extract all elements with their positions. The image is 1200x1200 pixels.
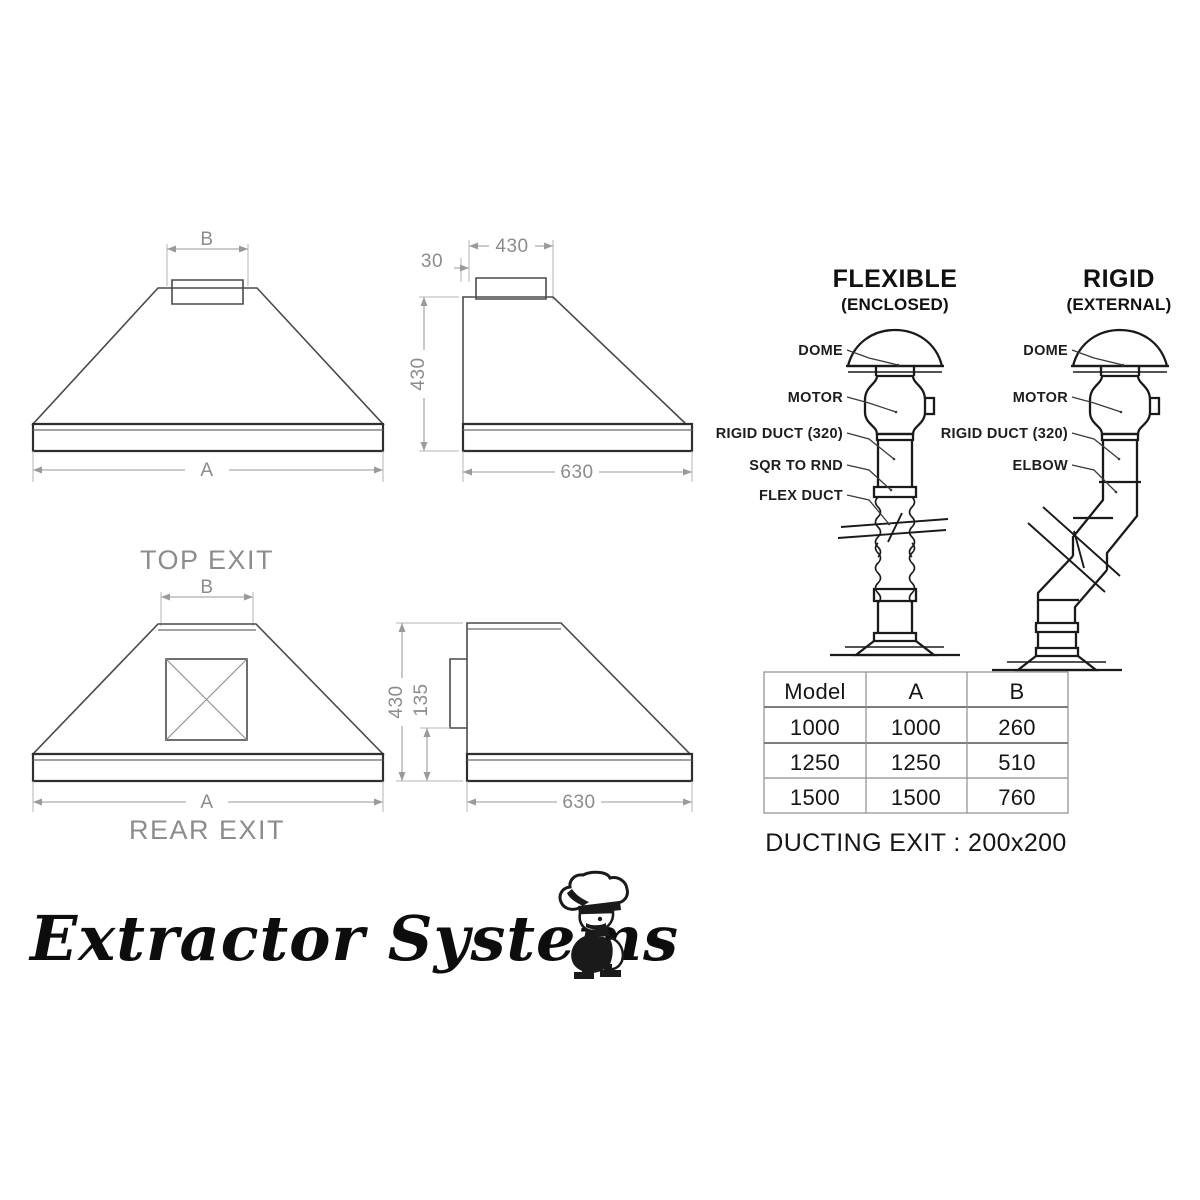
flexible-sqr-to-rnd xyxy=(872,485,918,499)
table-cell-a: 1250 xyxy=(891,750,941,775)
flexible-label-sqr-to-rnd: SQR TO RND xyxy=(749,458,843,474)
flexible-labels: DOME MOTOR RIGID DUCT (320) SQR TO RND F… xyxy=(716,343,900,526)
view-label-rear-exit: REAR EXIT xyxy=(129,815,285,845)
flexible-dome xyxy=(846,328,944,376)
rigid-label-dome: DOME xyxy=(1023,343,1068,359)
flexible-label-dome: DOME xyxy=(798,343,843,359)
dimension-a-rear: A xyxy=(32,781,384,813)
table-cell-a: 1000 xyxy=(891,715,941,740)
spec-table: Model A B 1000 1000 260 1250 1250 510 15… xyxy=(763,671,1069,814)
rigid-elbow-lower xyxy=(1036,555,1108,623)
rigid-break-lines xyxy=(1027,506,1121,593)
table-row: 1250 1250 510 xyxy=(790,750,1036,775)
rigid-dome xyxy=(1071,328,1169,376)
rigid-label-elbow: ELBOW xyxy=(1013,458,1068,474)
table-cell-model: 1500 xyxy=(790,785,840,810)
flexible-roof-flange xyxy=(830,640,960,657)
flexible-label-rigid-duct: RIGID DUCT (320) xyxy=(716,426,843,442)
table-row: 1500 1500 760 xyxy=(790,785,1036,810)
dimension-height-430-rear: 430 xyxy=(386,622,463,782)
dimension-depth-630-rear: 630 xyxy=(466,781,693,813)
view-top-exit-side: 430 30 430 630 xyxy=(408,234,694,483)
flexible-flex-duct-upper xyxy=(874,496,916,558)
square-outlet-icon xyxy=(165,658,248,741)
dimension-collar-430-label: 430 xyxy=(495,236,528,257)
table-cell-model: 1250 xyxy=(790,750,840,775)
top-exit-side-collar xyxy=(475,277,547,300)
flexible-flex-duct-lower xyxy=(874,542,916,604)
view-rear-exit-side: 430 135 630 xyxy=(386,622,694,813)
rigid-elbow-upper xyxy=(1071,482,1139,570)
chef-mascot-icon xyxy=(558,870,629,979)
flexible-label-flex-duct: FLEX DUCT xyxy=(759,488,843,504)
table-cell-model: 1000 xyxy=(790,715,840,740)
dimension-height-430-rear-label: 430 xyxy=(386,685,407,718)
dimension-offset-30: 30 xyxy=(414,248,469,282)
rigid-label-rigid-duct: RIGID DUCT (320) xyxy=(941,426,1068,442)
dimension-b-top-label: B xyxy=(200,229,213,250)
ducting-diagram-flexible: FLEXIBLE (ENCLOSED) xyxy=(716,265,960,657)
rear-exit-outlet-collar xyxy=(449,658,467,729)
table-cell-b: 260 xyxy=(998,715,1036,740)
dimension-b-rear: B xyxy=(160,577,254,626)
dimension-depth-630-rear-label: 630 xyxy=(562,792,595,813)
dimension-depth-630-top-label: 630 xyxy=(560,462,593,483)
dimension-height-430-top: 430 xyxy=(408,296,459,452)
dimension-a-top-label: A xyxy=(200,460,213,481)
flexible-label-motor: MOTOR xyxy=(788,390,843,406)
table-cell-b: 510 xyxy=(998,750,1036,775)
view-rear-exit-front: B A REAR EXIT xyxy=(31,577,385,845)
ducting-rigid-title: RIGID xyxy=(1083,265,1155,293)
dimension-b-rear-label: B xyxy=(200,577,213,598)
ducting-exit-note: DUCTING EXIT : 200x200 xyxy=(765,829,1067,857)
view-label-top-exit: TOP EXIT xyxy=(140,545,274,575)
table-header-model: Model xyxy=(784,679,845,704)
dimension-a-rear-label: A xyxy=(200,792,213,813)
ducting-rigid-subtitle: (EXTERNAL) xyxy=(1067,295,1172,314)
dimension-a-top: A xyxy=(32,451,384,482)
flexible-rigid-duct xyxy=(875,432,915,487)
view-top-exit-front: B A TOP EXIT xyxy=(31,229,385,575)
dimension-collar-430: 430 xyxy=(468,234,554,300)
brand-name: Extractor Systems xyxy=(28,902,679,975)
ducting-diagram-rigid: RIGID (EXTERNAL) xyxy=(941,265,1172,672)
table-row: 1000 1000 260 xyxy=(790,715,1036,740)
flexible-ceiling-break xyxy=(837,512,949,543)
dimension-offset-30-label: 30 xyxy=(421,251,443,272)
rigid-lower-stub xyxy=(992,621,1122,672)
dimension-outlet-135-label: 135 xyxy=(411,683,432,716)
table-header-b: B xyxy=(1010,679,1025,704)
table-cell-b: 760 xyxy=(998,785,1036,810)
ducting-flexible-subtitle: (ENCLOSED) xyxy=(841,295,949,314)
dimension-height-430-top-label: 430 xyxy=(408,357,429,390)
dimension-b-top: B xyxy=(166,229,249,286)
table-header-a: A xyxy=(909,679,924,704)
dimension-depth-630-top: 630 xyxy=(462,451,693,483)
table-cell-a: 1500 xyxy=(891,785,941,810)
rigid-labels: DOME MOTOR RIGID DUCT (320) ELBOW xyxy=(941,343,1125,494)
rigid-label-motor: MOTOR xyxy=(1013,390,1068,406)
ducting-flexible-title: FLEXIBLE xyxy=(833,265,958,293)
dimension-outlet-135: 135 xyxy=(411,676,450,782)
top-exit-collar xyxy=(171,279,244,305)
